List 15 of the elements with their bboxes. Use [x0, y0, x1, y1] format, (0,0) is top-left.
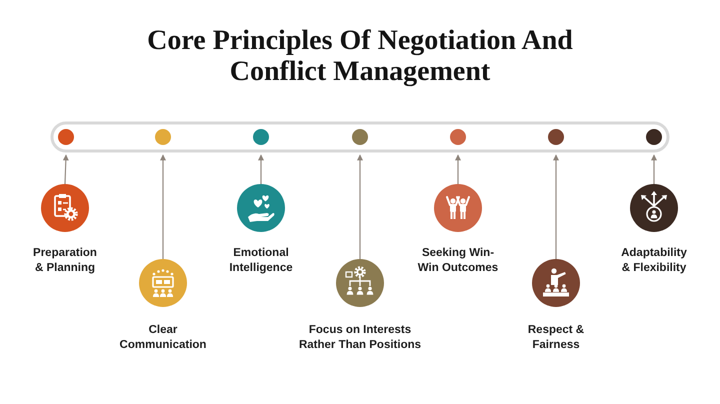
arrow [553, 154, 559, 259]
arrow [258, 154, 264, 184]
principle-label: Preparation & Planning [32, 246, 98, 276]
principle-label: Respect & Fairness [526, 323, 586, 353]
title: Core Principles Of Negotiation And Conflict Management [146, 25, 574, 87]
principle-label: Clear Communication [118, 323, 208, 353]
arrow [160, 154, 166, 259]
principle-label: Focus on Interests Rather Than Positions [298, 323, 422, 353]
arrow [62, 154, 69, 184]
principle-label: Seeking Win-Win Outcomes [416, 246, 500, 276]
principle-label: Adaptability & Flexibility [620, 246, 688, 276]
principle-label: Emotional Intelligence [228, 246, 294, 276]
arrow [455, 154, 461, 184]
arrow [651, 154, 657, 184]
arrow [357, 154, 363, 259]
